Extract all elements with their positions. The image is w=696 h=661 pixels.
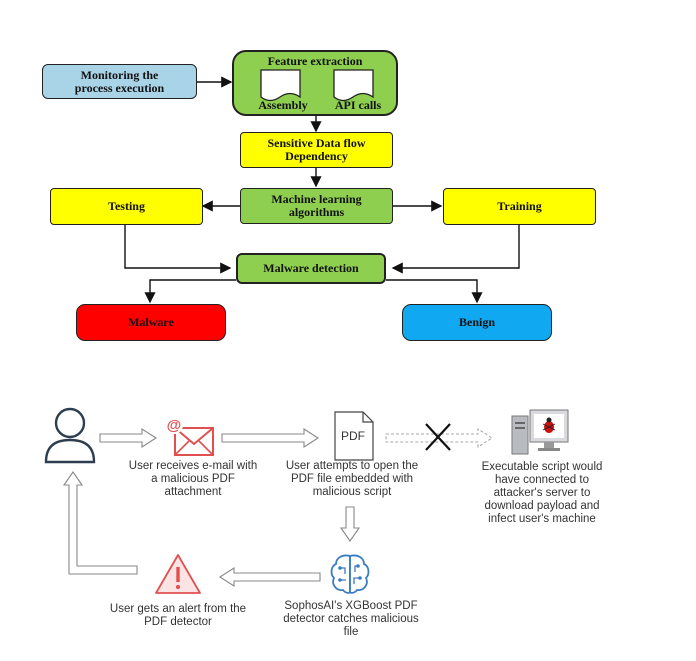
- hollow-arrow-email-to-pdf: [221, 427, 320, 449]
- user-icon: [44, 407, 96, 464]
- assembly-document-icon: [260, 69, 301, 102]
- pdf-document-icon: [334, 411, 374, 461]
- arrow-detection-to-malware: [144, 279, 236, 304]
- machine-learning-box: Machine learning algorithms: [240, 188, 393, 224]
- email-at-icon: @: [165, 416, 214, 456]
- feature-extraction-title: Feature extraction: [267, 54, 363, 68]
- dashed-arrow-pdf-to-exec: [385, 427, 494, 449]
- benign-result-box: Benign: [402, 304, 552, 341]
- ai-brain-icon: [330, 554, 370, 594]
- testing-box: Testing: [50, 188, 203, 225]
- hollow-arrow-detector-to-alert: [218, 566, 321, 588]
- email-caption: User receives e-mail with a malicious PD…: [128, 460, 258, 498]
- hollow-arrow-pdf-to-detector: [339, 506, 361, 542]
- monitoring-process-box: Monitoring the process execution: [42, 64, 197, 99]
- detector-caption: SophosAI's XGBoost PDF detector catches …: [283, 600, 419, 638]
- svg-text:@: @: [167, 417, 182, 434]
- hollow-arrow-user-to-email: [99, 427, 158, 449]
- api-calls-document-icon: [333, 69, 374, 102]
- arrow-testing-to-detection: [124, 225, 232, 274]
- alert-caption: User gets an alert from the PDF detector: [109, 603, 247, 628]
- sensitive-data-flow-box: Sensitive Data flow Dependency: [240, 132, 393, 168]
- document-icons: [260, 69, 374, 102]
- training-box: Training: [443, 188, 596, 225]
- arrow-detection-to-benign: [386, 279, 483, 304]
- executable-script-caption: Executable script would have connected t…: [481, 461, 603, 525]
- malware-result-box: Malware: [76, 304, 226, 341]
- infected-computer-icon: [511, 409, 569, 455]
- api-calls-label: API calls: [334, 98, 382, 112]
- pdf-label: PDF: [341, 429, 365, 443]
- arrow-training-to-detection: [391, 225, 520, 274]
- blocked-x-icon: [425, 423, 451, 451]
- hollow-arrow-alert-to-user: [62, 471, 138, 575]
- warning-alert-icon: [155, 554, 201, 594]
- feature-extraction-box: Feature extraction Assembly API calls: [232, 50, 398, 116]
- malware-detection-box: Malware detection: [236, 253, 386, 284]
- assembly-label: Assembly: [258, 98, 308, 112]
- pdf-caption: User attempts to open the PDF file embed…: [285, 460, 419, 498]
